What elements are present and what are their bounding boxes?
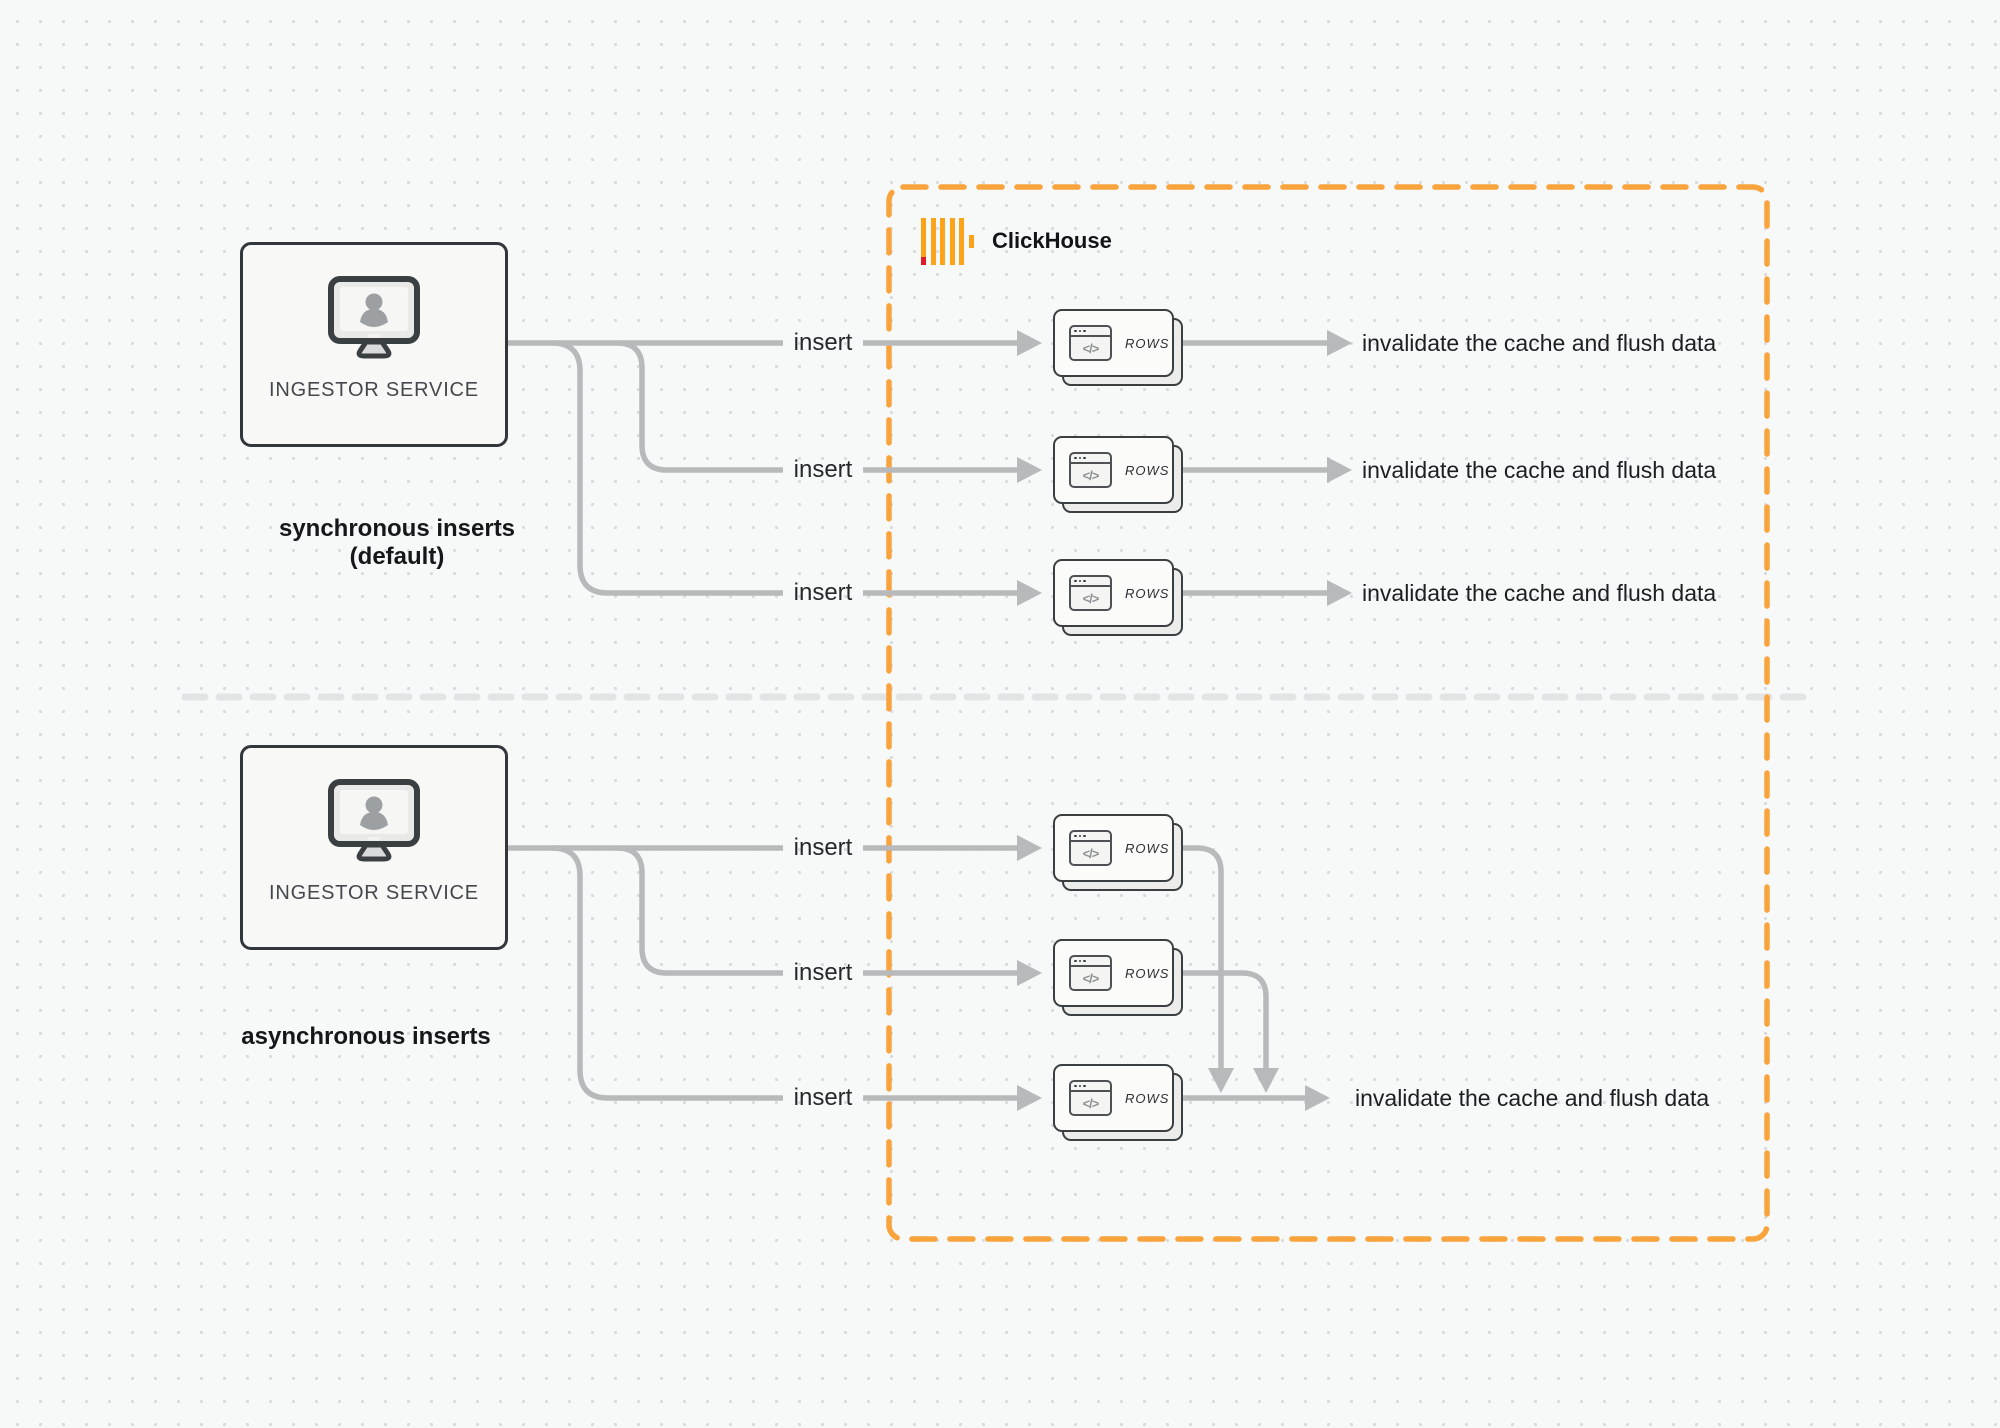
async-buffer-merge-line-1 (1183, 845, 1224, 1068)
code-window-bar (1071, 577, 1110, 587)
monitor-user-icon (327, 778, 421, 870)
insert-label: insert (793, 1084, 853, 1111)
code-window-bar (1071, 957, 1110, 967)
rows-card: </> ROWS (1053, 436, 1174, 504)
rows-buffer-card: </> ROWS (1053, 559, 1184, 637)
arrowhead-down-icon (1208, 1068, 1234, 1093)
code-window-icon: </> (1069, 955, 1112, 991)
code-window-icon: </> (1069, 325, 1112, 361)
rows-buffer-card: </> ROWS (1053, 309, 1184, 387)
service-label: INGESTOR SERVICE (269, 379, 479, 401)
sync-caption: synchronous inserts (default) (278, 515, 516, 570)
clickhouse-logo-icon (921, 218, 979, 265)
code-icon: </> (1082, 970, 1100, 986)
clickhouse-logo-bar (940, 218, 945, 265)
sync-connectors (508, 340, 1328, 596)
rows-card: </> ROWS (1053, 1064, 1174, 1132)
clickhouse-logo-bar (921, 218, 926, 265)
insert-label: insert (793, 456, 853, 483)
code-window-icon: </> (1069, 575, 1112, 611)
clickhouse-logo-bar (949, 218, 955, 265)
clickhouse-logo-bar (930, 218, 936, 265)
sync-arrowheads (1017, 330, 1352, 606)
rows-card: </> ROWS (1053, 814, 1174, 882)
rows-label: ROWS (1125, 840, 1170, 856)
rows-label: ROWS (1125, 965, 1170, 981)
clickhouse-logo-bar (959, 218, 964, 265)
clickhouse-boundary-box (886, 184, 1770, 1242)
arrowhead-icon (1017, 457, 1042, 483)
arrowhead-icon (1327, 457, 1352, 483)
insert-label: insert (793, 329, 853, 356)
rows-buffer-card: </> ROWS (1053, 814, 1184, 892)
sync-branch-3-line (551, 340, 783, 596)
rows-buffer-card: </> ROWS (1053, 1064, 1184, 1142)
rows-label: ROWS (1125, 1090, 1170, 1106)
rows-label: ROWS (1125, 585, 1170, 601)
code-icon: </> (1082, 340, 1100, 356)
insert-label: insert (793, 834, 853, 861)
service-label: INGESTOR SERVICE (269, 882, 479, 904)
code-icon: </> (1082, 845, 1100, 861)
async-arrowheads (1017, 835, 1330, 1111)
arrowhead-icon (1017, 835, 1042, 861)
code-window-icon: </> (1069, 452, 1112, 488)
rows-label: ROWS (1125, 462, 1170, 478)
rows-buffer-card: </> ROWS (1053, 436, 1184, 514)
async-branch-2-line (616, 845, 783, 976)
code-window-bar (1071, 832, 1110, 842)
result-label: invalidate the cache and flush data (1362, 330, 1717, 356)
arrowhead-icon (1017, 580, 1042, 606)
clickhouse-label: ClickHouse (992, 228, 1112, 253)
rows-label: ROWS (1125, 335, 1170, 351)
arrowhead-icon (1327, 580, 1352, 606)
arrowhead-icon (1017, 1085, 1042, 1111)
result-label: invalidate the cache and flush data (1362, 580, 1717, 606)
rows-card: </> ROWS (1053, 309, 1174, 377)
code-window-icon: </> (1069, 1080, 1112, 1116)
arrowhead-icon (1017, 330, 1042, 356)
sync-ingestor-service-box: INGESTOR SERVICE (240, 242, 508, 447)
arrowhead-icon (1327, 330, 1352, 356)
async-buffer-merge-line-2 (1183, 970, 1269, 1068)
arrowhead-down-icon (1253, 1068, 1279, 1093)
code-window-bar (1071, 1082, 1110, 1092)
monitor-user-icon (327, 275, 421, 367)
rows-buffer-card: </> ROWS (1053, 939, 1184, 1017)
arrowhead-icon (1017, 960, 1042, 986)
async-branch-3-line (551, 845, 783, 1101)
async-ingestor-service-box: INGESTOR SERVICE (240, 745, 508, 950)
rows-card: </> ROWS (1053, 939, 1174, 1007)
result-label: invalidate the cache and flush data (1355, 1085, 1710, 1111)
insert-label: insert (793, 959, 853, 986)
rows-card: </> ROWS (1053, 559, 1174, 627)
code-window-bar (1071, 454, 1110, 464)
result-label: invalidate the cache and flush data (1362, 457, 1717, 483)
async-connectors (508, 845, 1306, 1101)
code-icon: </> (1082, 467, 1100, 483)
code-window-icon: </> (1069, 830, 1112, 866)
async-caption: asynchronous inserts (241, 1023, 491, 1050)
code-icon: </> (1082, 1095, 1100, 1111)
arrowhead-icon (1305, 1085, 1330, 1111)
sync-branch-2-line (616, 340, 783, 473)
code-window-bar (1071, 327, 1110, 337)
code-icon: </> (1082, 590, 1100, 606)
insert-label: insert (793, 579, 853, 606)
clickhouse-logo-nub (968, 235, 974, 248)
